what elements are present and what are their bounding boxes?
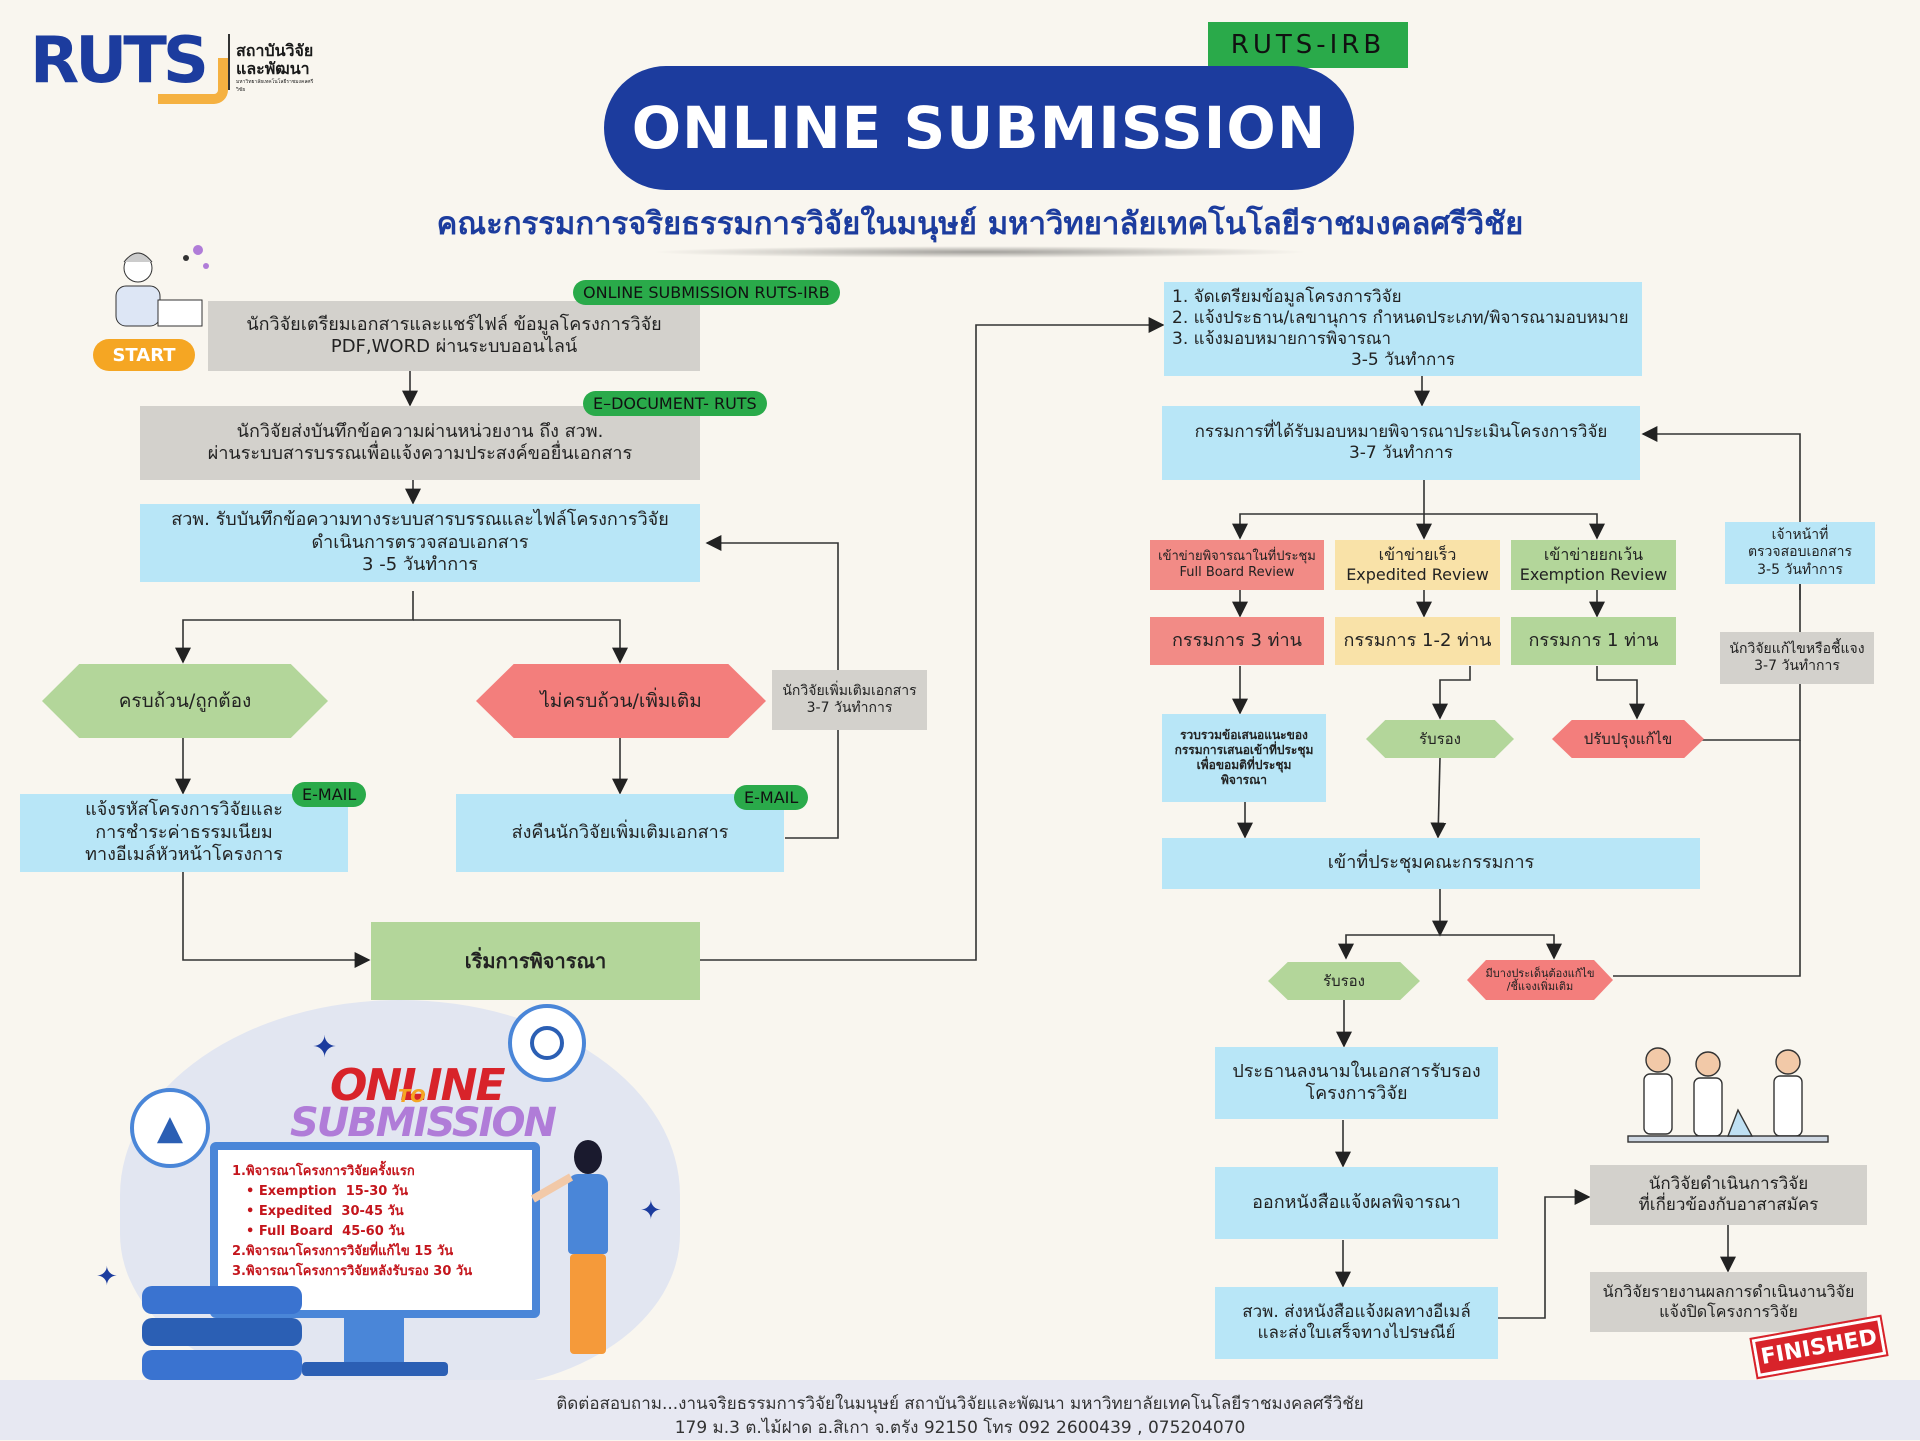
- decision-incomplete: ไม่ครบถ้วน/เพิ่มเติม: [476, 664, 766, 738]
- online-wordmark: ONLINE: [330, 1060, 506, 1111]
- woman-figure: [530, 1140, 630, 1380]
- to-wordmark: TO: [398, 1086, 426, 1107]
- researcher-fix: นักวิจัยแก้ไขหรือชี้แจง 3-7 วันทำการ: [1720, 632, 1874, 684]
- step-check-documents: สวพ. รับบันทึกข้อความทางระบบสารบรรณและไฟ…: [140, 504, 700, 582]
- step-send-memo: นักวิจัยส่งบันทึกข้อความผ่านหน่วยงาน ถึง…: [140, 406, 700, 480]
- committee-meeting: เข้าที่ประชุมคณะกรรมการ: [1162, 838, 1700, 889]
- footer-contact: ติดต่อสอบถาม...งานจริยธรรมการวิจัยในมนุษ…: [556, 1394, 1364, 1414]
- online-submission-tag: ONLINE SUBMISSION RUTS-IRB: [573, 280, 840, 305]
- report-close: นักวิจัยรายงานผลการดำเนินงานวิจัย แจ้งปิ…: [1590, 1272, 1867, 1332]
- decision-approve-meeting: รับรอง: [1268, 962, 1420, 1000]
- email-tag-right: E-MAIL: [734, 785, 809, 810]
- exemption-review: เข้าข่ายยกเว้น Exemption Review: [1511, 540, 1676, 590]
- footer: ติดต่อสอบถาม...งานจริยธรรมการวิจัยในมนุษ…: [0, 1380, 1920, 1440]
- page-subtitle: คณะกรรมการจริยธรรมการวิจัยในมนุษย์ มหาวิ…: [436, 206, 1524, 242]
- magnifier-icon: [508, 1004, 586, 1082]
- email-tag-left: E-MAIL: [292, 782, 367, 807]
- full-board-review: เข้าข่ายพิจารณาในที่ประชุม Full Board Re…: [1150, 540, 1324, 590]
- scientists-illustration: [1618, 1040, 1838, 1160]
- step-return-documents: ส่งคืนนักวิจัยเพิ่มเติมเอกสาร: [456, 794, 784, 872]
- logo-mark: RUTS: [30, 24, 209, 98]
- monitor-base: [302, 1362, 448, 1376]
- issue-letter: ออกหนังสือแจ้งผลพิจารณา: [1215, 1167, 1498, 1239]
- monitor-stand: [344, 1318, 404, 1366]
- decision-complete: ครบถ้วน/ถูกต้อง: [42, 664, 328, 738]
- send-result: สวพ. ส่งหนังสือแจ้งผลทางอีเมล์ และส่งใบเ…: [1215, 1287, 1498, 1359]
- logo-org-name: สถาบันวิจัย และพัฒนา มหาวิทยาลัยเทคโนโลย…: [236, 41, 314, 94]
- graduation-cap-icon: ▲: [130, 1088, 210, 1168]
- ruts-logo: RUTS สถาบันวิจัย และพัฒนา มหาวิทยาลัยเทค…: [30, 24, 313, 104]
- sparkle-icon-left: ✦: [96, 1262, 118, 1292]
- submission-illustration: ▲ ✦ ✦ ✦ ONLINE TO SUBMISSION 1.พิจารณาโค…: [80, 1000, 680, 1390]
- submission-wordmark: SUBMISSION: [290, 1100, 557, 1146]
- researcher-illustration: [98, 240, 218, 340]
- sparkle-icon: ✦: [312, 1030, 338, 1065]
- step-notify-email: แจ้งรหัสโครงการวิจัยและ การชำระค่าธรรมเน…: [20, 794, 348, 872]
- decision-issues: มีบางประเด็นต้องแก้ไข /ชี้แจงเพิ่มเติม: [1467, 960, 1613, 1000]
- e-document-tag: E–DOCUMENT- RUTS: [583, 391, 767, 416]
- exemption-committee-count: กรรมการ 1 ท่าน: [1511, 617, 1676, 665]
- conduct-research: นักวิจัยดำเนินการวิจัย ที่เกี่ยวข้องกับอ…: [1590, 1165, 1867, 1225]
- step-prepare-documents: นักวิจัยเตรียมเอกสารและแชร์ไฟล์ ข้อมูลโค…: [208, 301, 700, 371]
- expedited-review: เข้าข่ายเร็ว Expedited Review: [1335, 540, 1500, 590]
- start-label: START: [93, 339, 195, 371]
- step-committee-assess: กรรมการที่ได้รับมอบหมายพิจารณาประเมินโคร…: [1162, 406, 1640, 480]
- footer-address: 179 ม.3 ต.ไม้ฝาด อ.สิเกา จ.ตรัง 92150 โท…: [674, 1418, 1246, 1438]
- subtitle-shadow: [650, 246, 1310, 258]
- staff-check: เจ้าหน้าที่ ตรวจสอบเอกสาร 3-5 วันทำการ: [1725, 522, 1875, 584]
- researcher-add-documents: นักวิจัยเพิ่มเติมเอกสาร 3-7 วันทำการ: [772, 670, 927, 730]
- books-stack: [142, 1286, 302, 1384]
- sparkle-icon-right: ✦: [640, 1196, 662, 1226]
- step-start-review: เริ่มการพิจารณา: [371, 922, 700, 1000]
- logo-divider: [228, 34, 230, 90]
- irb-badge: RUTS-IRB: [1208, 22, 1408, 68]
- decision-approve: รับรอง: [1366, 720, 1514, 758]
- page-title: ONLINE SUBMISSION: [604, 66, 1354, 190]
- step-prepare-project: 1. จัดเตรียมข้อมูลโครงการวิจัย 2. แจ้งปร…: [1164, 282, 1642, 376]
- expedited-committee-count: กรรมการ 1-2 ท่าน: [1335, 617, 1500, 665]
- monitor-screen: 1.พิจารณาโครงการวิจัยครั้งแรก • Exemptio…: [210, 1142, 540, 1318]
- full-board-committee-count: กรรมการ 3 ท่าน: [1150, 617, 1324, 665]
- chair-sign: ประธานลงนามในเอกสารรับรอง โครงการวิจัย: [1215, 1047, 1498, 1119]
- collect-suggestions: รวบรวมข้อเสนอแนะของ กรรมการเสนอเข้าที่ปร…: [1162, 714, 1326, 802]
- logo-accent: [158, 58, 228, 104]
- decision-revise: ปรับปรุงแก้ไข: [1552, 720, 1704, 758]
